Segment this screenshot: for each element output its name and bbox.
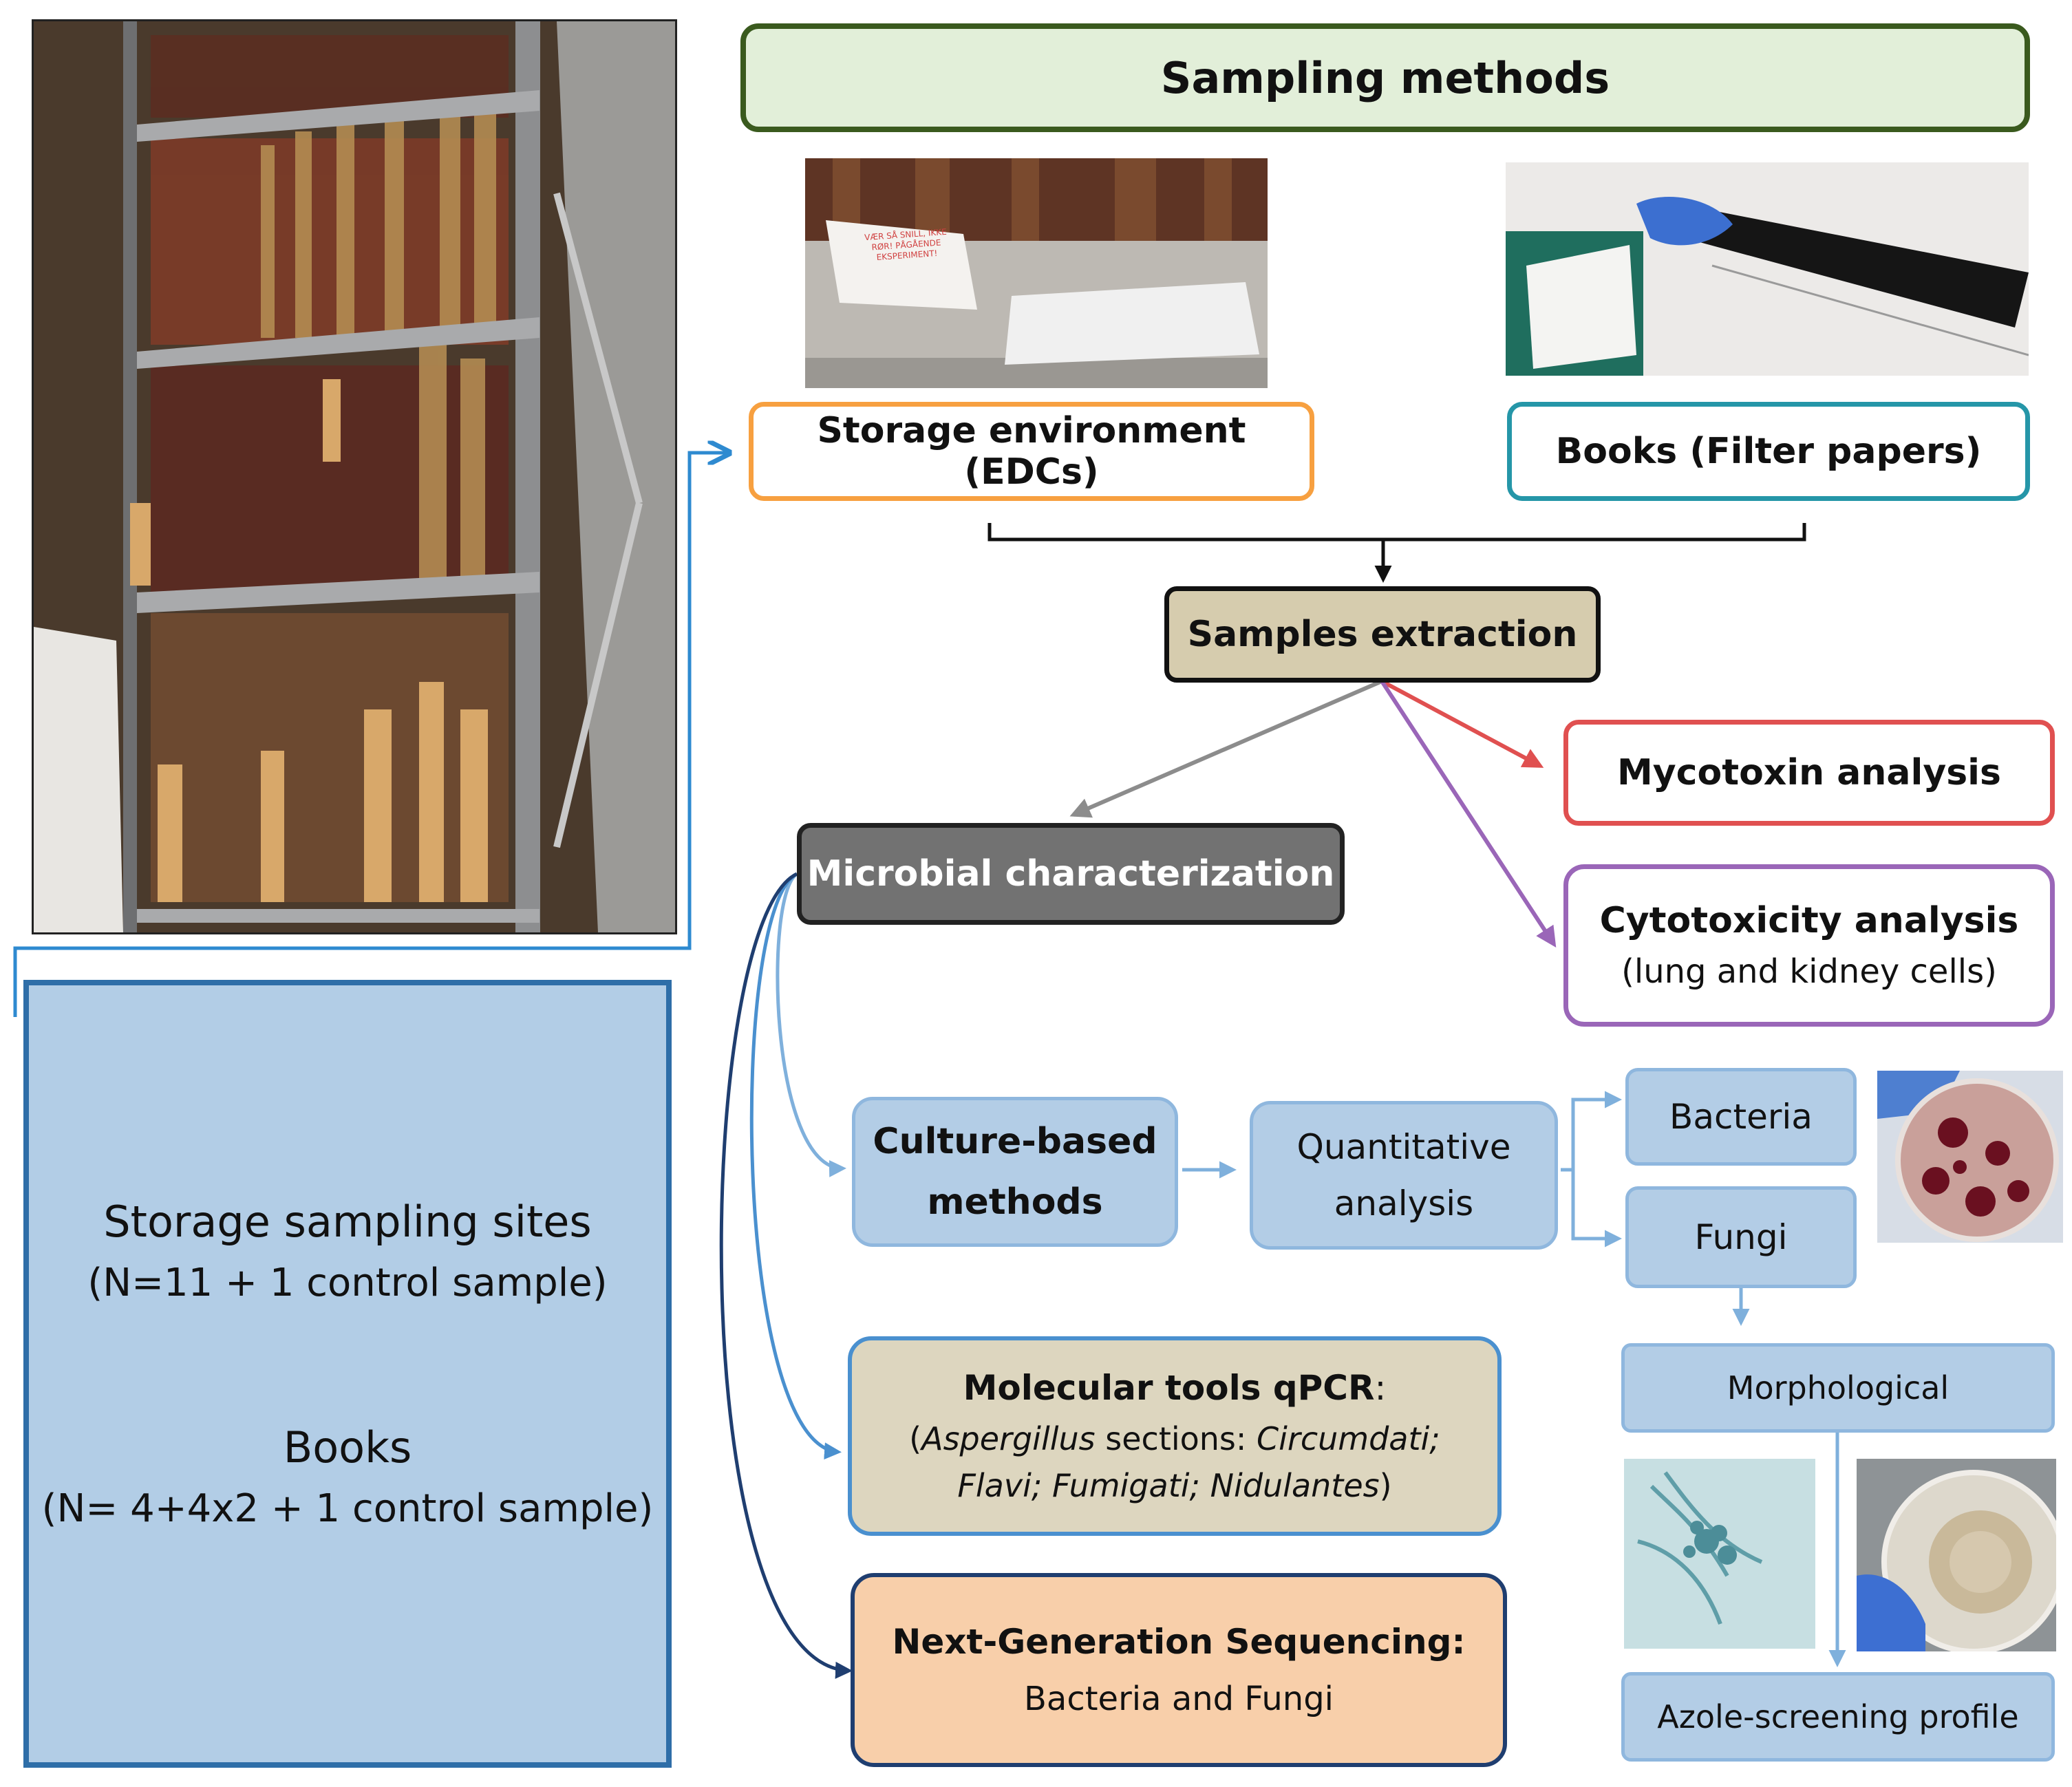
samples-extraction-label: Samples extraction (1187, 614, 1578, 655)
books-filter-node: Books (Filter papers) (1507, 402, 2030, 501)
mycotoxin-label: Mycotoxin analysis (1617, 752, 2001, 793)
microscopy-photo (1624, 1459, 1815, 1649)
storage-sites-count: (N=11 + 1 control sample) (87, 1260, 608, 1305)
filter-paper-photo (1506, 162, 2029, 376)
azole-screening-node: Azole-screening profile (1621, 1672, 2055, 1762)
molecular-title-row: Molecular tools qPCR: (963, 1368, 1387, 1408)
ngs-node: Next-Generation Sequencing: Bacteria and… (851, 1573, 1507, 1767)
morphological-label: Morphological (1727, 1369, 1950, 1406)
storage-sites-label: Storage sampling sites (103, 1196, 592, 1247)
mycotoxin-node: Mycotoxin analysis (1563, 720, 2055, 826)
samples-extraction-node: Samples extraction (1164, 586, 1601, 683)
fungal-plate-photo (1857, 1459, 2056, 1651)
culture-based-node: Culture-based methods (852, 1097, 1178, 1247)
bookshelf-photo (32, 19, 677, 934)
microbial-to-molecular-curve (749, 872, 842, 1460)
cytotoxicity-node: Cytotoxicity analysis (lung and kidney c… (1563, 864, 2055, 1027)
microbial-to-ngs-curve (719, 872, 853, 1679)
ngs-title: Next-Generation Sequencing: (892, 1622, 1466, 1662)
quantitative-line-2: analysis (1334, 1184, 1474, 1223)
fungi-node: Fungi (1625, 1186, 1857, 1288)
microbial-characterization-label: Microbial characterization (807, 853, 1335, 895)
cytotoxicity-title: Cytotoxicity analysis (1599, 900, 2019, 941)
molecular-title: Molecular tools qPCR (963, 1368, 1375, 1408)
molecular-line-3: Flavi; Fumigati; Nidulantes) (957, 1467, 1392, 1504)
books-label: Books (283, 1422, 412, 1473)
cytotoxicity-subtitle: (lung and kidney cells) (1621, 952, 1997, 991)
sampling-sites-panel: Storage sampling sites (N=11 + 1 control… (23, 980, 672, 1768)
molecular-tools-node: Molecular tools qPCR: (Aspergillus secti… (848, 1336, 1502, 1536)
culture-line-2: methods (927, 1181, 1103, 1223)
bacteria-label: Bacteria (1669, 1097, 1813, 1137)
ngs-subtitle: Bacteria and Fungi (1023, 1680, 1334, 1718)
extraction-to-cytotoxicity-arrow (1380, 680, 1557, 948)
culture-line-1: Culture-based (873, 1121, 1157, 1162)
merge-bracket (987, 523, 1806, 542)
fungi-label: Fungi (1694, 1217, 1788, 1257)
storage-environment-label: Storage environment (EDCs) (817, 410, 1246, 493)
quantitative-split (1561, 1098, 1617, 1241)
bacteria-node: Bacteria (1625, 1068, 1857, 1166)
quantitative-analysis-node: Quantitative analysis (1250, 1101, 1558, 1250)
quantitative-line-1: Quantitative (1296, 1127, 1511, 1167)
microbial-characterization-node: Microbial characterization (797, 823, 1345, 925)
extraction-to-mycotoxin-arrow (1380, 679, 1544, 768)
petri-dish-photo (1877, 1071, 2063, 1243)
sampling-methods-title: Sampling methods (740, 23, 2030, 132)
storage-environment-node: Storage environment (EDCs) (749, 402, 1314, 501)
morphological-node: Morphological (1621, 1343, 2055, 1433)
microbial-to-culture-curve (776, 872, 846, 1177)
photo-to-storage-connector (13, 453, 729, 1017)
azole-screening-label: Azole-screening profile (1657, 1698, 2019, 1735)
edc-photo: VÆR SÅ SNILL, IKKE RØR! PÅGÅENDE EKSPERI… (805, 158, 1268, 388)
title-text: Sampling methods (1160, 52, 1610, 103)
molecular-line-2: (Aspergillus sections: Circumdati; (909, 1420, 1440, 1457)
books-filter-label: Books (Filter papers) (1555, 431, 1982, 472)
books-count: (N= 4+4x2 + 1 control sample) (41, 1486, 654, 1531)
extraction-to-microbial-arrow (1069, 679, 1383, 818)
